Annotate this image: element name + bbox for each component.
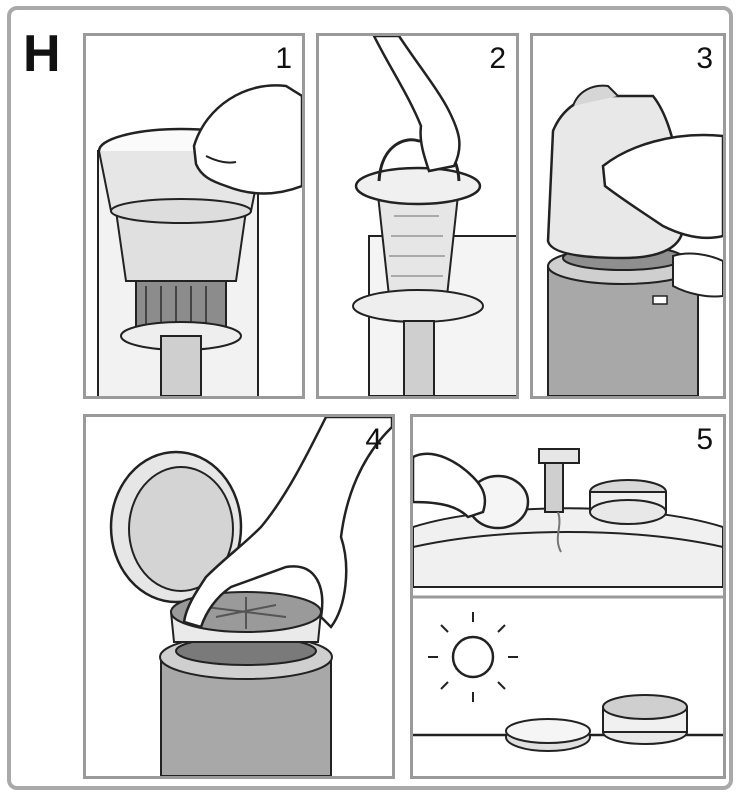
remove-bin-lid-icon [97,84,302,396]
step-panel-5: 5 [410,414,726,779]
step-number: 4 [365,423,382,456]
lift-filter-handle-icon [352,36,516,396]
step-number: 2 [489,42,506,75]
step-panel-2: 2 [316,33,519,399]
step-panel-4: 4 [83,414,395,779]
wash-and-dry-filter-icon [413,448,723,752]
step-number: 1 [275,42,292,75]
open-cover-icon [546,84,723,396]
step-panel-3: 3 [530,33,726,399]
step-number: 3 [696,42,713,75]
step-panel-1: 1 [83,33,305,399]
section-label: H [23,25,61,83]
step-number: 5 [696,423,713,456]
remove-filter-icon [109,417,392,776]
